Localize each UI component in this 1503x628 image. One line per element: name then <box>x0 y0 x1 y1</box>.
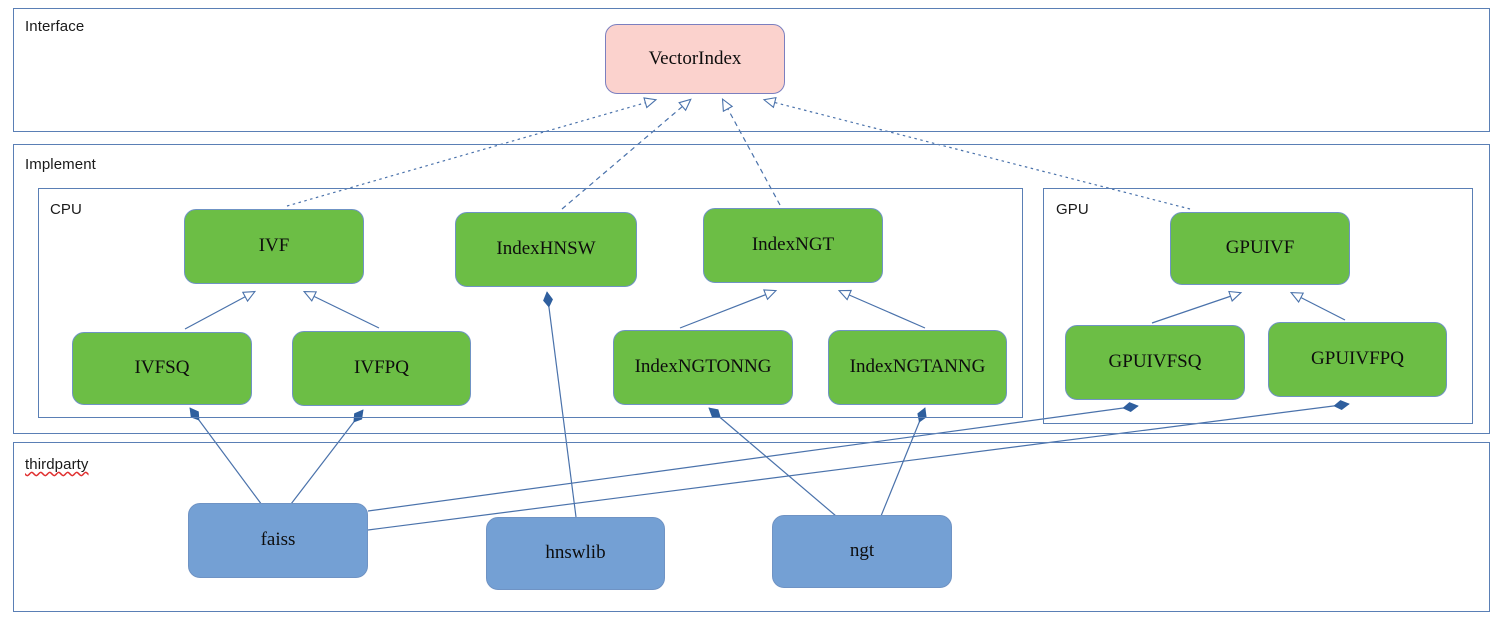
panel-label-gpu: GPU <box>1056 201 1089 218</box>
panel-interface <box>13 8 1490 132</box>
node-hnswlib[interactable]: hnswlib <box>486 517 665 590</box>
panel-gpu <box>1043 188 1473 424</box>
panel-label-cpu: CPU <box>50 201 82 218</box>
panel-label-thirdparty: thirdparty <box>25 456 89 473</box>
node-vectorindex[interactable]: VectorIndex <box>605 24 785 94</box>
node-indexngtanng[interactable]: IndexNGTANNG <box>828 330 1007 405</box>
node-ngt[interactable]: ngt <box>772 515 952 588</box>
node-gpuivfsq[interactable]: GPUIVFSQ <box>1065 325 1245 400</box>
panel-implement <box>13 144 1490 434</box>
node-ivfsq[interactable]: IVFSQ <box>72 332 252 405</box>
panel-cpu <box>38 188 1023 418</box>
panel-label-interface: Interface <box>25 18 85 35</box>
node-faiss[interactable]: faiss <box>188 503 368 578</box>
node-indexngtonng[interactable]: IndexNGTONNG <box>613 330 793 405</box>
panel-label-implement: Implement <box>25 156 96 173</box>
node-ivfpq[interactable]: IVFPQ <box>292 331 471 406</box>
panel-thirdparty <box>13 442 1490 612</box>
node-indexngt[interactable]: IndexNGT <box>703 208 883 283</box>
node-ivf[interactable]: IVF <box>184 209 364 284</box>
node-gpuivf[interactable]: GPUIVF <box>1170 212 1350 285</box>
node-indexhnsw[interactable]: IndexHNSW <box>455 212 637 287</box>
node-gpuivfpq[interactable]: GPUIVFPQ <box>1268 322 1447 397</box>
